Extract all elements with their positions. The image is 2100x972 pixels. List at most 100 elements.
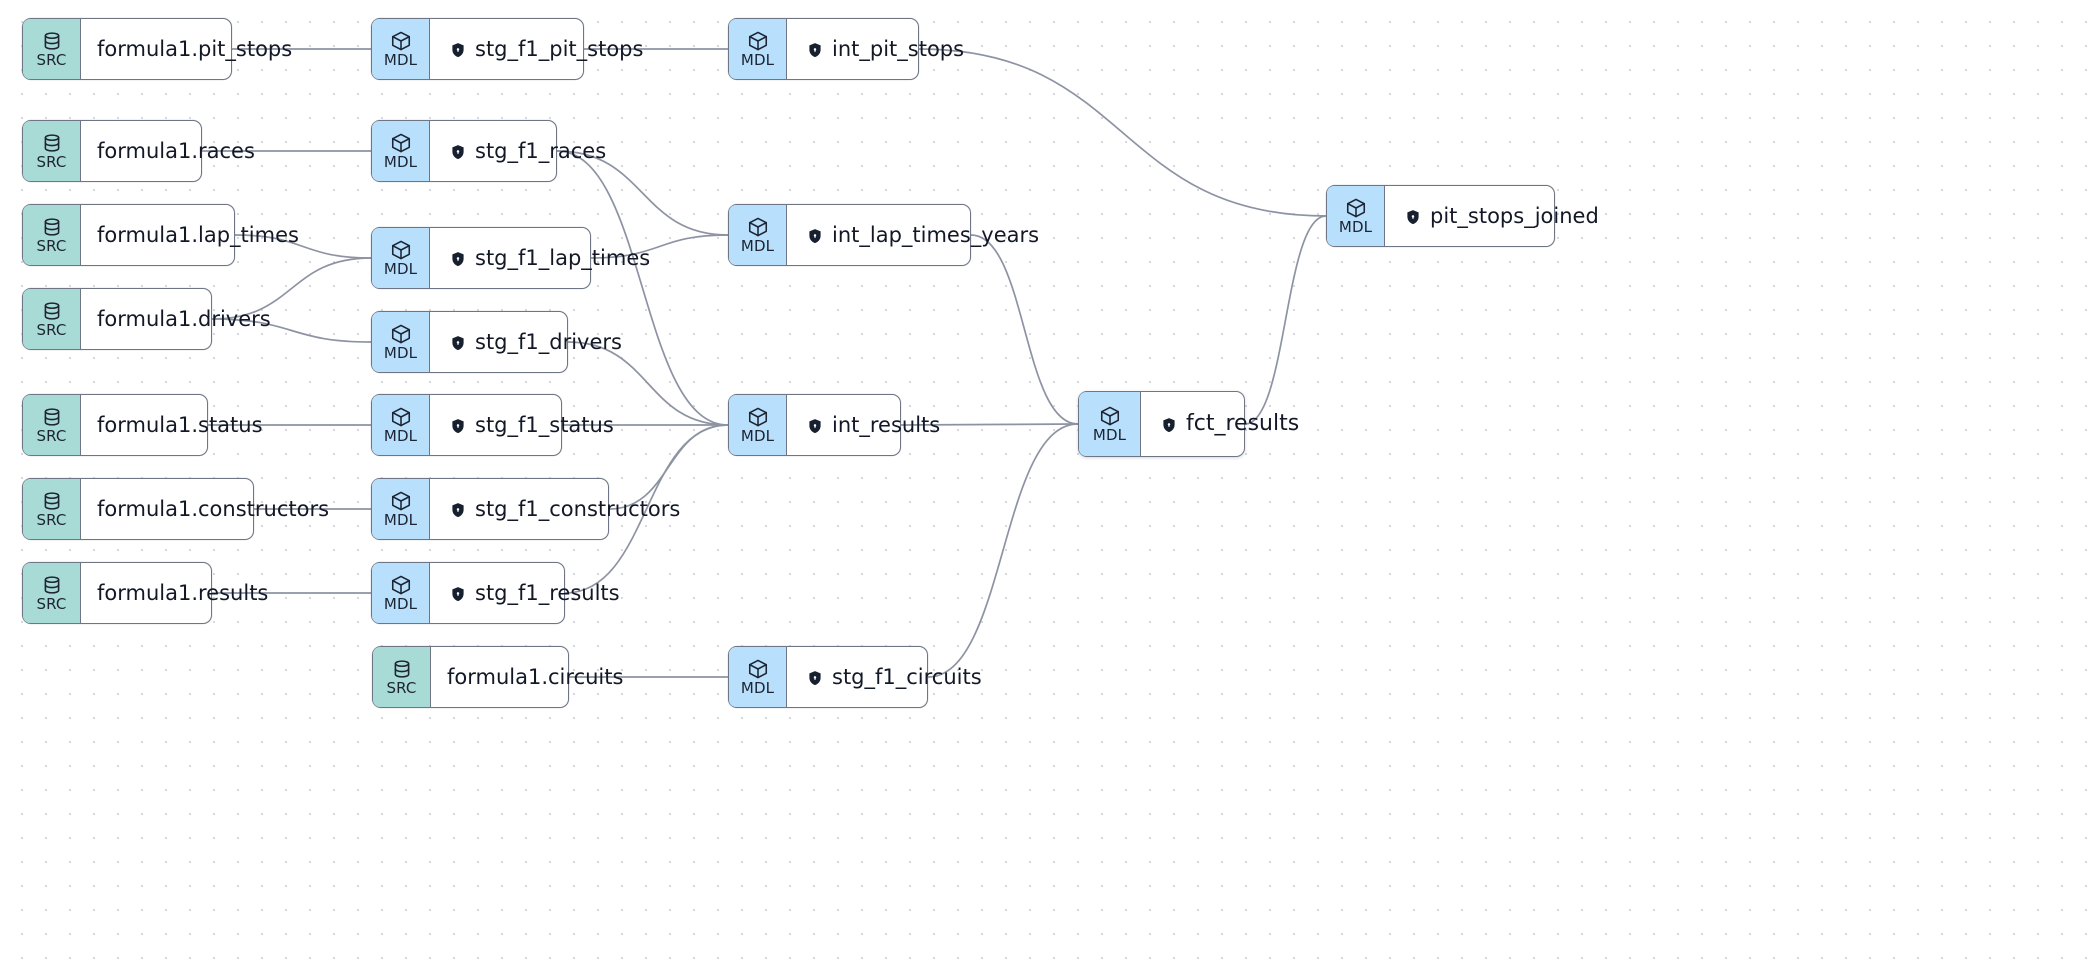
model-badge: MDL [372,479,430,539]
lineage-node-fct_results[interactable]: MDL fct_results [1078,391,1299,457]
node-label: fct_results [1186,411,1300,436]
node-body: formula1.constructors [81,479,347,539]
cube-icon [390,239,412,261]
lineage-node-src_lap_times[interactable]: SRC formula1.lap_times [22,204,299,266]
node-label: int_results [832,413,941,437]
model-badge: MDL [1079,392,1141,456]
lineage-node-stg_constructors[interactable]: MDL stg_f1_constructors [371,478,680,540]
node-label: stg_f1_drivers [475,330,622,354]
badge-label: SRC [36,511,67,529]
model-badge: MDL [372,563,430,623]
model-badge: MDL [729,205,787,265]
database-icon [41,490,63,512]
node-body: stg_f1_circuits [787,647,1000,707]
cube-icon [390,323,412,345]
cube-icon [747,30,769,52]
shield-icon [807,228,823,244]
badge-label: MDL [740,237,775,255]
node-body: formula1.races [81,121,273,181]
source-badge: SRC [23,395,81,455]
model-badge: MDL [372,395,430,455]
source-badge: SRC [23,479,81,539]
shield-icon [1405,209,1421,225]
shield-icon [807,418,823,434]
node-label: int_pit_stops [832,37,965,61]
node-label: pit_stops_joined [1430,204,1599,228]
badge-label: MDL [740,51,775,69]
cube-icon [390,132,412,154]
node-label: formula1.pit_stops [97,37,293,61]
lineage-node-stg_circuits[interactable]: MDL stg_f1_circuits [728,646,982,708]
badge-label: MDL [1338,218,1373,236]
cube-icon [390,574,412,596]
badge-label: SRC [36,595,67,613]
source-badge: SRC [23,19,81,79]
lineage-node-src_status[interactable]: SRC formula1.status [22,394,263,456]
badge-label: SRC [36,237,67,255]
model-badge: MDL [372,312,430,372]
node-label: stg_f1_pit_stops [475,37,644,61]
node-body: fct_results [1141,392,1317,456]
shield-icon [450,42,466,58]
badge-label: SRC [36,321,67,339]
shield-icon [450,251,466,267]
lineage-node-pit_stops_joined[interactable]: MDL pit_stops_joined [1326,185,1599,247]
lineage-node-stg_drivers[interactable]: MDL stg_f1_drivers [371,311,622,373]
node-body: formula1.drivers [81,289,289,349]
node-body: int_results [787,395,958,455]
node-body: stg_f1_pit_stops [430,19,661,79]
node-label: stg_f1_status [475,413,614,437]
node-body: formula1.status [81,395,281,455]
model-badge: MDL [372,121,430,181]
model-badge: MDL [729,647,787,707]
node-label: formula1.drivers [97,307,271,331]
source-badge: SRC [373,647,431,707]
node-body: stg_f1_drivers [430,312,640,372]
lineage-node-stg_status[interactable]: MDL stg_f1_status [371,394,614,456]
cube-icon [747,406,769,428]
badge-label: MDL [383,427,418,445]
node-body: int_lap_times_years [787,205,1057,265]
node-body: pit_stops_joined [1385,186,1617,246]
node-body: stg_f1_results [430,563,638,623]
cube-icon [390,490,412,512]
shield-icon [450,144,466,160]
node-label: stg_f1_lap_times [475,246,651,270]
badge-label: SRC [386,679,417,697]
node-label: formula1.status [97,413,263,437]
badge-label: MDL [383,344,418,362]
cube-icon [390,30,412,52]
lineage-node-int_pit_stops[interactable]: MDL int_pit_stops [728,18,964,80]
shield-icon [450,586,466,602]
source-badge: SRC [23,121,81,181]
node-label: stg_f1_constructors [475,497,681,521]
lineage-node-src_pit_stops[interactable]: SRC formula1.pit_stops [22,18,292,80]
node-label: stg_f1_circuits [832,665,982,689]
node-body: stg_f1_constructors [430,479,698,539]
lineage-node-stg_pit_stops[interactable]: MDL stg_f1_pit_stops [371,18,643,80]
database-icon [41,216,63,238]
source-badge: SRC [23,289,81,349]
node-body: formula1.pit_stops [81,19,310,79]
badge-label: MDL [383,260,418,278]
lineage-node-stg_lap_times[interactable]: MDL stg_f1_lap_times [371,227,650,289]
badge-label: SRC [36,153,67,171]
model-badge: MDL [372,19,430,79]
badge-label: MDL [740,679,775,697]
node-body: formula1.lap_times [81,205,317,265]
database-icon [391,658,413,680]
node-label: formula1.lap_times [97,223,299,247]
shield-icon [1161,417,1177,433]
shield-icon [450,502,466,518]
lineage-node-src_drivers[interactable]: SRC formula1.drivers [22,288,271,350]
badge-label: SRC [36,427,67,445]
